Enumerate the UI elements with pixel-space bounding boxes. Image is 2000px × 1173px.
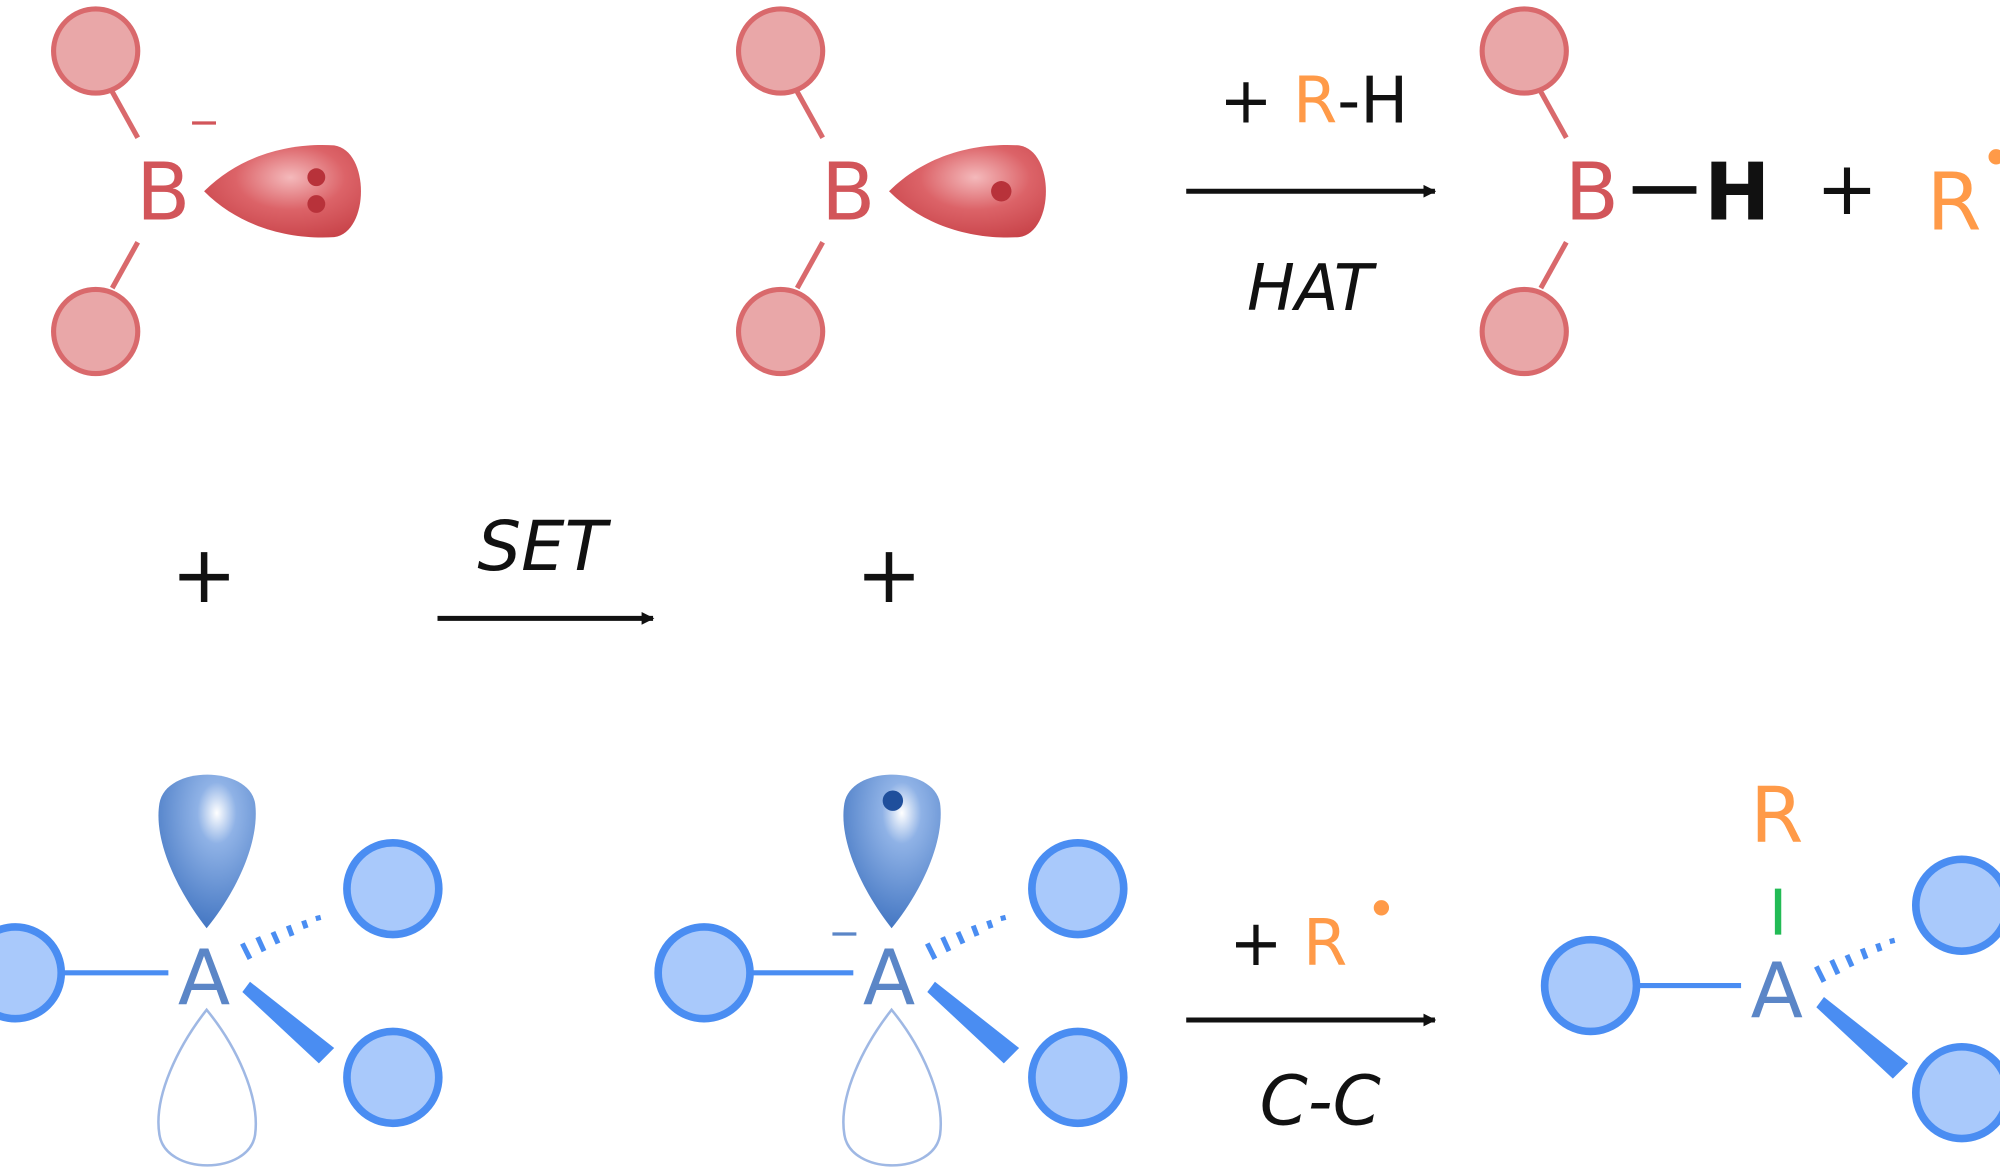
substituent-circle [1912, 1042, 2000, 1143]
negative-charge: − [828, 911, 860, 956]
substituent-circle [1912, 855, 2000, 955]
plus-sign: + [856, 529, 922, 621]
acceptor-atom: A [863, 935, 915, 1024]
hashed-wedge [240, 914, 322, 960]
plus-sign: + [1229, 907, 1282, 981]
substituent-r: R [1750, 772, 1803, 861]
substituent-circle [51, 6, 141, 96]
acceptor-atom: A [1751, 947, 1803, 1036]
plus-sign: + [1219, 64, 1272, 138]
bond [1538, 241, 1569, 290]
hashed-wedge [1814, 937, 1896, 983]
hat-label: HAT [1247, 252, 1378, 326]
reagent-h: -H [1337, 64, 1408, 138]
reagent-r: R [1293, 64, 1337, 138]
negative-charge: − [188, 100, 220, 145]
substituent-circle [0, 923, 66, 1023]
orbital-lobe-filled [843, 774, 941, 929]
plus-sign: + [171, 529, 237, 621]
substituent-circle [343, 1027, 443, 1128]
substituent-circle [1028, 838, 1128, 939]
radical-dot [1988, 149, 2000, 165]
substituent-circle [654, 923, 754, 1023]
cc-reagent: + R [1229, 907, 1347, 981]
electron-dot [307, 195, 326, 213]
radical-dot [991, 181, 1012, 202]
hat-arrow: + R-H HAT [1186, 64, 1437, 326]
orbital-lobe-empty [842, 1007, 943, 1167]
acceptor: A [0, 774, 443, 1167]
bond [1538, 90, 1569, 139]
radical-r: R [1927, 157, 1982, 249]
hat-reagent: + R-H [1219, 64, 1408, 138]
boron-atom: B [821, 146, 875, 238]
orbital-lobe [204, 144, 361, 238]
electron-dot [307, 168, 326, 187]
radical-anion: A − [654, 774, 1128, 1167]
bond [110, 90, 140, 139]
cc-label: C-C [1260, 1062, 1381, 1142]
boryl-anion: B − [51, 6, 361, 377]
substituent-circle [1540, 935, 1641, 1036]
substituent-circle [1479, 6, 1569, 96]
substituent-circle [735, 6, 826, 96]
substituent-circle [1028, 1027, 1128, 1128]
hashed-wedge [925, 914, 1007, 960]
acceptor-atom: A [178, 935, 230, 1024]
radical-dot [1373, 900, 1390, 916]
orbital-lobe-filled [158, 774, 256, 929]
bond [794, 241, 825, 290]
radical-dot [882, 790, 904, 811]
borane-product: B H + R [1479, 6, 2000, 377]
set-label: SET [477, 507, 611, 587]
coupled-product: A R [1540, 772, 2000, 1143]
bond [110, 241, 140, 290]
substituent-circle [343, 838, 443, 939]
hydrogen-atom: H [1704, 146, 1770, 238]
bond [794, 90, 825, 139]
substituent-circle [1479, 286, 1569, 377]
solid-wedge [927, 981, 1020, 1064]
orbital-lobe [889, 144, 1046, 238]
boryl-radical: B [735, 6, 1046, 377]
plus-sign: + [1816, 146, 1878, 232]
orbital-lobe-empty [157, 1007, 258, 1167]
substituent-circle [735, 286, 826, 377]
reagent-r: R [1303, 907, 1347, 981]
boron-atom: B [1565, 146, 1619, 238]
solid-wedge [242, 981, 335, 1064]
boron-atom: B [136, 146, 190, 238]
substituent-circle [51, 286, 141, 377]
solid-wedge [1816, 997, 1909, 1079]
cc-arrow: + R C-C [1186, 900, 1437, 1142]
